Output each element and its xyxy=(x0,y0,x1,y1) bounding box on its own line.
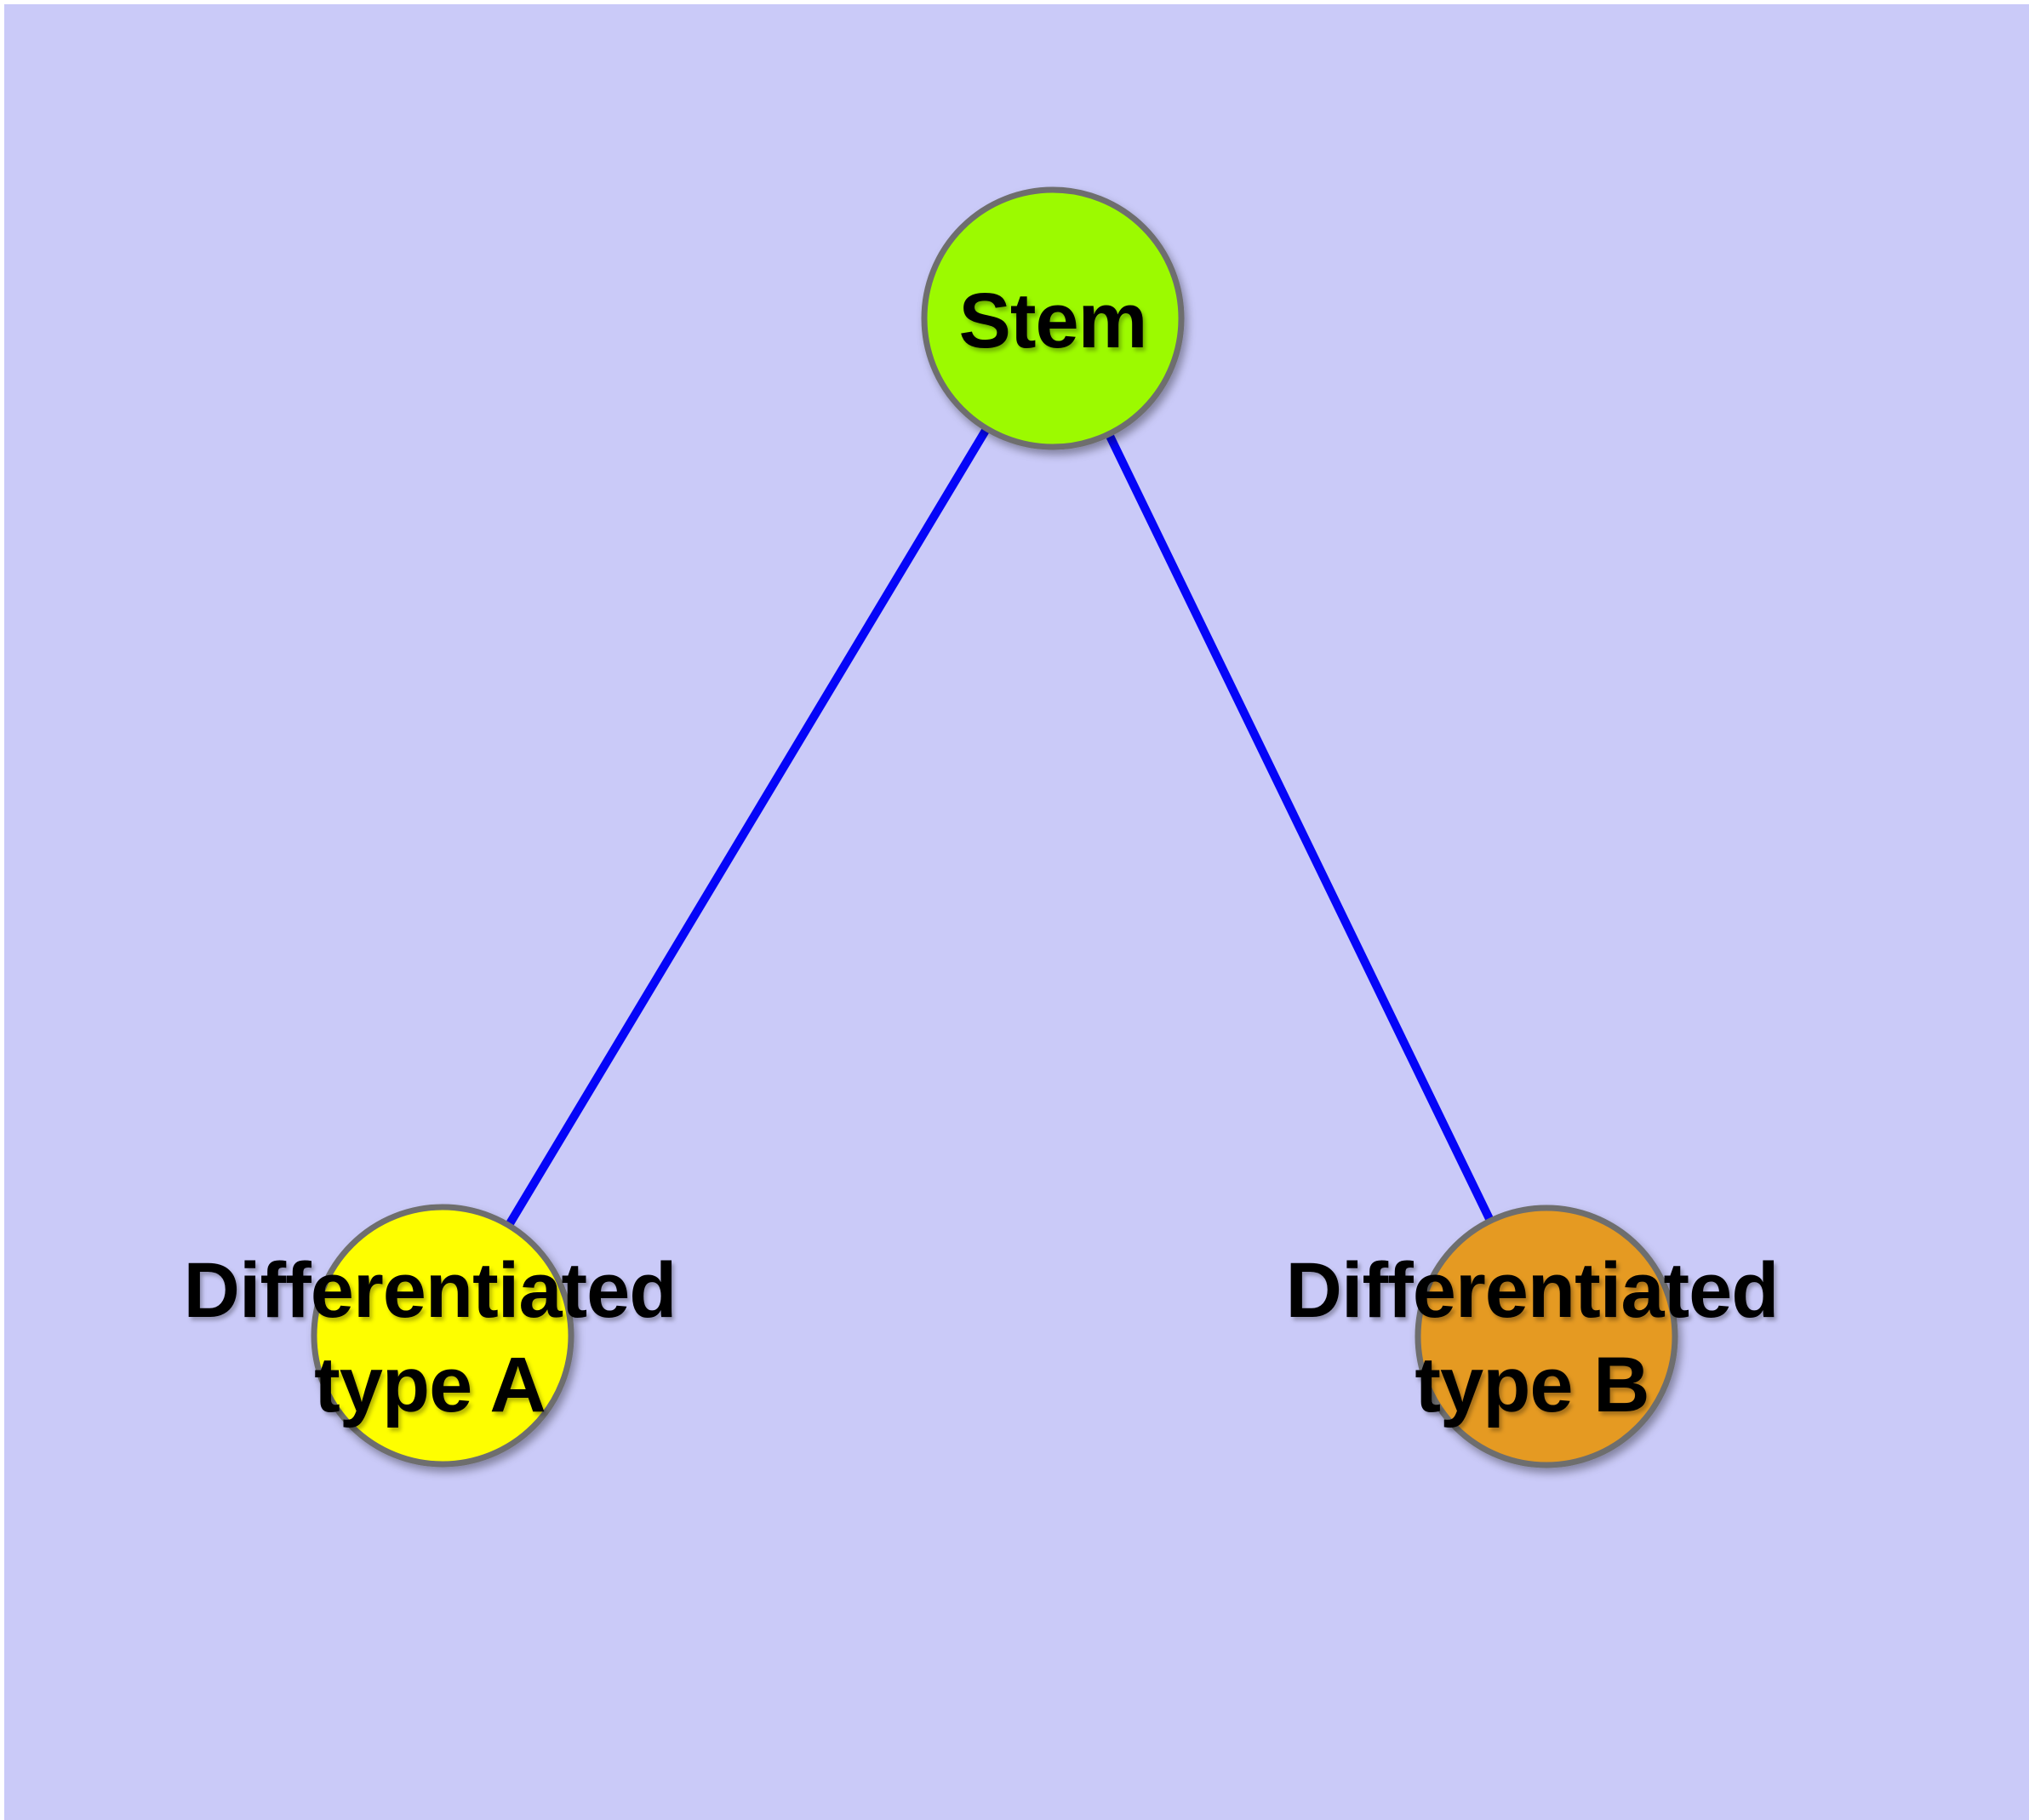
stem-node-label: Stem xyxy=(959,278,1147,364)
edge-stem-to-type-b xyxy=(1049,316,1551,1339)
type-a-node-label-line2: type A xyxy=(314,1342,546,1428)
type-b-node-circle xyxy=(1415,1205,1678,1468)
type-a-node-label-line1: Differentiated xyxy=(184,1247,677,1334)
edge-stem-to-type-a xyxy=(438,316,1057,1338)
type-b-node-label-line2: type B xyxy=(1415,1342,1649,1428)
type-a-node-circle xyxy=(311,1204,574,1468)
type-b-node-label-line1: Differentiated xyxy=(1286,1247,1779,1334)
stem-node-circle xyxy=(921,186,1185,450)
